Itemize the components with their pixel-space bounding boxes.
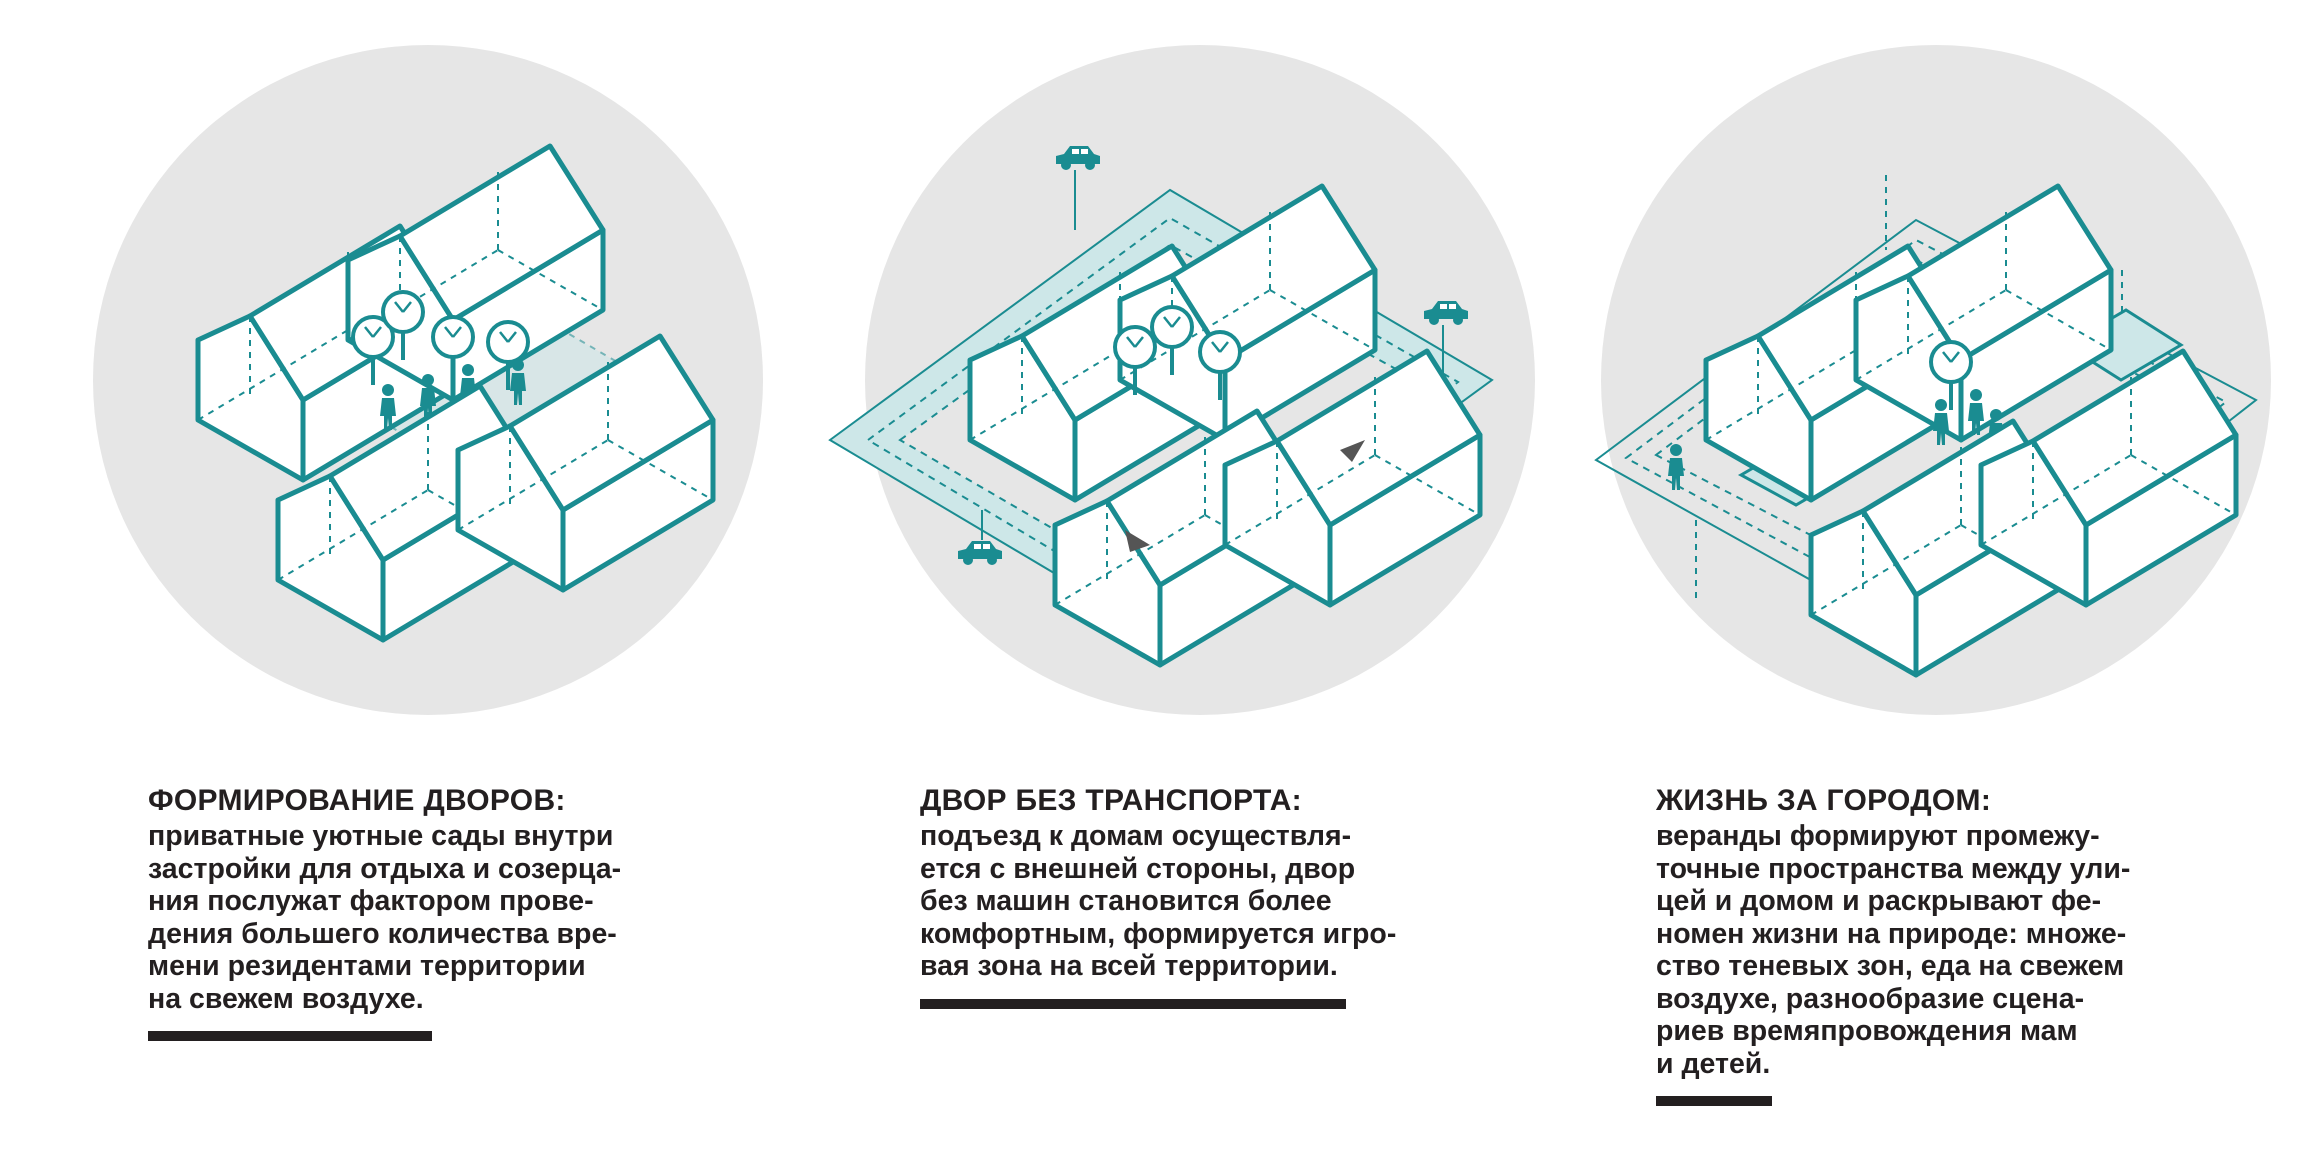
text-line: точные пространства между ули- — [1656, 852, 2131, 885]
text-line: риев времяпровождения мам — [1656, 1015, 2078, 1047]
panel-title: ФОРМИРОВАНИЕ ДВОРОВ: — [148, 784, 566, 817]
text-line: вая зона на всей территории. — [920, 950, 1338, 982]
entrance-marker — [1340, 440, 1365, 462]
text-line: цей и домом и раскрывают фе- — [1656, 885, 2102, 917]
panel-title: ДВОР БЕЗ ТРАНСПОРТА: — [920, 784, 1302, 817]
country-life-illustration — [1594, 45, 2271, 715]
panel-courtyards: ФОРМИРОВАНИЕ ДВОРОВ: приватные уютные са… — [48, 0, 808, 1164]
panel-description: подъезд к домам осуществля- ется с внешн… — [920, 820, 1440, 983]
text-line: номен жизни на природе: множе- — [1656, 917, 2127, 950]
underline-bar — [1656, 1096, 1772, 1106]
panel-country-life: ЖИЗНЬ ЗА ГОРОДОМ: веранды формируют пром… — [1556, 0, 2316, 1164]
text-line: застройки для отдыха и созерца- — [148, 852, 622, 885]
text-line: дения большего количества вре- — [148, 917, 617, 950]
panel-description: приватные уютные сады внутри застройки д… — [148, 820, 668, 1015]
text-line: мени резидентами территории — [148, 950, 586, 982]
text-line: приватные уютные сады внутри — [148, 820, 614, 852]
underline-bar — [148, 1031, 432, 1041]
text-line: ство теневых зон, еда на свежем — [1656, 950, 2125, 982]
courtyards-illustration — [93, 45, 763, 715]
car-free-illustration — [828, 45, 1535, 715]
text-line: веранды формируют промежу- — [1656, 820, 2100, 852]
text-line: на свежем воздухе. — [148, 982, 424, 1015]
vertical-guides — [1695, 175, 2123, 600]
caption-country-life: ЖИЗНЬ ЗА ГОРОДОМ: веранды формируют пром… — [1656, 784, 2176, 1106]
text-line: без машин становится более — [920, 885, 1332, 917]
underline-bar — [920, 998, 1346, 1009]
text-line: ется с внешней стороны, двор — [920, 852, 1356, 885]
text-line: подъезд к домам осуществля- — [920, 820, 1352, 852]
text-line: воздухе, разнообразие сцена- — [1656, 982, 2085, 1015]
entrance-marker — [1125, 530, 1150, 552]
panel-description: веранды формируют промежу- точные простр… — [1656, 820, 2176, 1080]
text-line: и детей. — [1656, 1047, 1771, 1080]
panel-car-free-yard: ДВОР БЕЗ ТРАНСПОРТА: подъезд к домам осу… — [820, 0, 1580, 1164]
text-line: ния послужат фактором прове- — [148, 885, 594, 917]
panel-title: ЖИЗНЬ ЗА ГОРОДОМ: — [1656, 784, 1992, 817]
caption-car-free-yard: ДВОР БЕЗ ТРАНСПОРТА: подъезд к домам осу… — [920, 784, 1440, 1009]
caption-courtyards: ФОРМИРОВАНИЕ ДВОРОВ: приватные уютные са… — [148, 784, 668, 1041]
text-line: комфортным, формируется игро- — [920, 917, 1397, 950]
